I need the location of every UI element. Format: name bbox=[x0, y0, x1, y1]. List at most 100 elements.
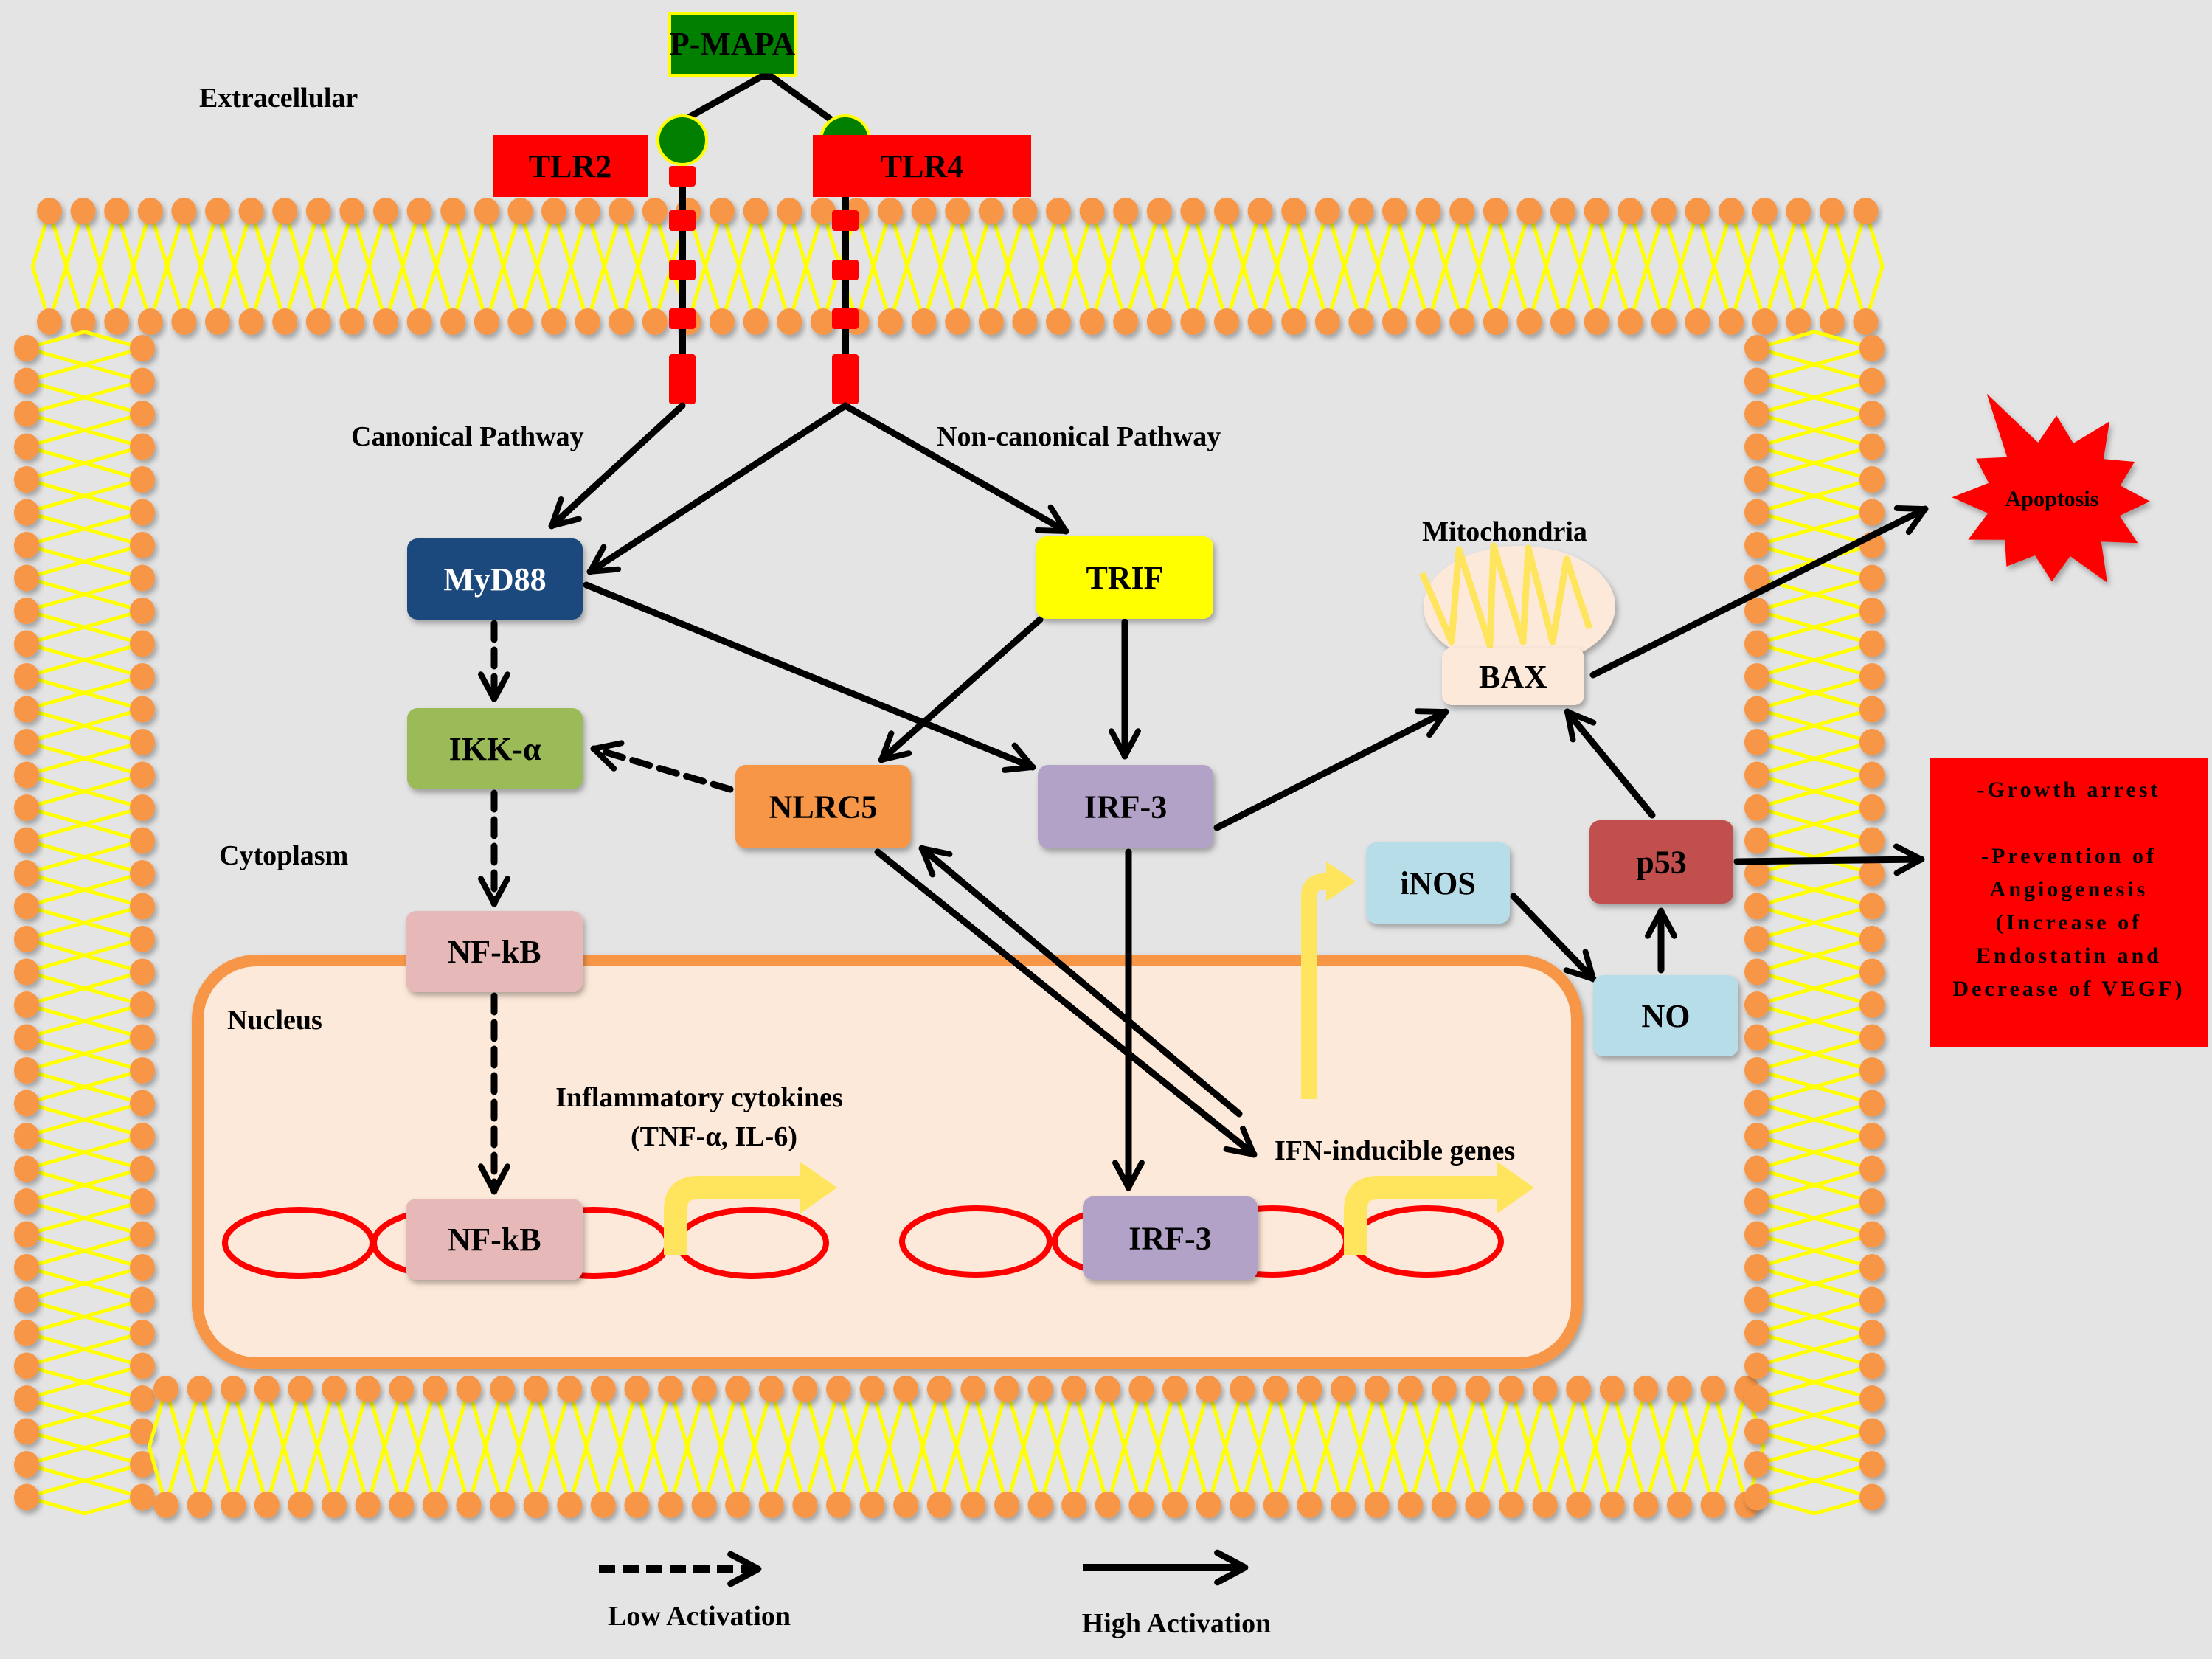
tlr2-receptor[interactable]: TLR2 bbox=[493, 114, 708, 404]
lipid-tail bbox=[349, 1388, 370, 1506]
lipid-head bbox=[590, 1376, 616, 1402]
node-no[interactable]: NO bbox=[1593, 975, 1738, 1056]
lipid-head bbox=[130, 1286, 155, 1314]
trif-box[interactable] bbox=[1036, 536, 1213, 619]
lipid-tail bbox=[1756, 1118, 1873, 1138]
lipid-head bbox=[130, 1352, 155, 1379]
lipid-head bbox=[14, 1286, 39, 1314]
nfkb-cyto-box[interactable] bbox=[406, 911, 583, 992]
node-nlrc5[interactable]: NLRC5 bbox=[735, 765, 911, 848]
node-myd88[interactable]: MyD88 bbox=[407, 538, 583, 620]
apoptosis-label: Apoptosis bbox=[2005, 487, 2099, 511]
ikk-box[interactable] bbox=[407, 708, 583, 789]
lipid-head bbox=[1859, 991, 1885, 1018]
p53-box[interactable] bbox=[1589, 820, 1733, 904]
lipid-tail bbox=[1712, 210, 1733, 322]
nlrc5-label: NLRC5 bbox=[769, 789, 878, 825]
irf3-cyto-box[interactable] bbox=[1038, 765, 1213, 848]
lipid-head bbox=[1859, 499, 1885, 526]
lipid-tail bbox=[853, 1388, 875, 1506]
lipid-head bbox=[14, 532, 39, 558]
lipid-head bbox=[1859, 598, 1885, 624]
lipid-head bbox=[826, 1492, 851, 1518]
lipid-tail bbox=[333, 210, 354, 322]
node-trif[interactable]: TRIF bbox=[1036, 536, 1213, 619]
lipid-tail bbox=[1756, 625, 1873, 645]
lipid-tails bbox=[26, 330, 143, 1516]
node-irf3-nuc[interactable]: IRF-3 bbox=[1083, 1196, 1258, 1280]
tlr2-label-box[interactable] bbox=[493, 135, 648, 197]
apoptosis-outcome[interactable]: Apoptosis bbox=[1952, 393, 2150, 583]
cytokines-label-line2: (TNF-α, IL-6) bbox=[631, 1121, 797, 1152]
receptor-segment bbox=[669, 354, 696, 404]
inos-box[interactable] bbox=[1366, 842, 1510, 924]
lipid-head bbox=[1859, 1483, 1885, 1511]
lipid-head bbox=[288, 1376, 313, 1402]
lipid-head bbox=[1566, 1492, 1592, 1518]
lipid-head bbox=[1819, 198, 1845, 224]
lipid-head bbox=[1744, 1385, 1769, 1412]
lipid-tail bbox=[26, 887, 143, 908]
lipid-tail bbox=[535, 210, 556, 322]
lipid-head bbox=[130, 958, 155, 986]
lipid-tail bbox=[26, 1478, 143, 1499]
myd88-box[interactable] bbox=[407, 538, 583, 620]
receptor-segment bbox=[669, 210, 696, 231]
edge-tlr4-myd88 bbox=[586, 402, 849, 575]
edge-tlr2-myd88 bbox=[548, 402, 686, 530]
node-p53[interactable]: p53 bbox=[1589, 820, 1733, 904]
node-bax[interactable]: BAX bbox=[1442, 648, 1584, 705]
lipid-head bbox=[810, 198, 836, 224]
node-irf3-cyto[interactable]: IRF-3 bbox=[1038, 765, 1213, 848]
node-nfkb-nuc[interactable]: NF-kB bbox=[406, 1199, 583, 1280]
lipid-tail bbox=[1678, 210, 1699, 322]
p-mapa-box[interactable] bbox=[668, 12, 797, 77]
lipid-head bbox=[130, 466, 155, 493]
growth-arrest-outcome[interactable]: -Growth arrest-Prevention ofAngiogenesis… bbox=[1930, 758, 2208, 1047]
tlr4-receptor[interactable]: TLR4 bbox=[813, 114, 1031, 404]
lipid-head bbox=[1499, 1376, 1524, 1402]
lipid-head bbox=[1599, 1492, 1625, 1518]
tlr4-label-box[interactable] bbox=[813, 135, 1031, 197]
nlrc5-box[interactable] bbox=[735, 765, 911, 848]
lipid-head bbox=[945, 198, 971, 224]
nfkb-nuc-box[interactable] bbox=[406, 1199, 583, 1280]
lipid-head bbox=[14, 1254, 39, 1281]
lipid-head bbox=[575, 198, 600, 224]
lipid-head bbox=[14, 564, 39, 592]
lipid-head bbox=[305, 308, 331, 335]
node-nfkb-cyto[interactable]: NF-kB bbox=[406, 911, 583, 992]
bax-box[interactable] bbox=[1442, 648, 1584, 705]
mitochondria[interactable]: Mitochondria bbox=[1418, 516, 1615, 667]
lipid-head bbox=[1483, 308, 1508, 335]
irf3-nuc-box[interactable] bbox=[1083, 1196, 1258, 1280]
lipid-head bbox=[130, 401, 155, 427]
lipid-tail bbox=[26, 1281, 143, 1302]
p-mapa-ligand[interactable]: P-MAPA bbox=[668, 12, 797, 77]
lipid-head bbox=[1744, 1188, 1769, 1215]
inos-transcription-arrow bbox=[1301, 873, 1328, 1099]
lipid-head bbox=[1859, 466, 1885, 493]
node-ikk[interactable]: IKK-α bbox=[407, 708, 583, 789]
lipid-head bbox=[893, 1376, 919, 1402]
lipid-tail bbox=[30, 210, 52, 322]
lipid-tail bbox=[1756, 428, 1873, 448]
lipid-head bbox=[137, 198, 163, 224]
lipid-head bbox=[1633, 1376, 1659, 1402]
lipid-head bbox=[272, 198, 298, 224]
lipid-tail bbox=[1578, 210, 1598, 322]
lipid-tail bbox=[1510, 210, 1531, 322]
lipid-tail bbox=[1645, 210, 1666, 322]
lipid-tail bbox=[1756, 1446, 1873, 1466]
outcome-box[interactable] bbox=[1930, 758, 2208, 1047]
outcome-line: -Prevention of bbox=[1981, 844, 2157, 868]
lipid-head bbox=[14, 958, 39, 986]
apoptosis-star[interactable] bbox=[1952, 393, 2150, 583]
no-box[interactable] bbox=[1593, 975, 1738, 1056]
lipid-tail bbox=[1544, 210, 1565, 322]
node-inos[interactable]: iNOS bbox=[1366, 842, 1510, 924]
lipid-head bbox=[1027, 1376, 1053, 1402]
lipid-head bbox=[1566, 1376, 1592, 1402]
lipid-head bbox=[14, 1483, 39, 1511]
myd88-label: MyD88 bbox=[443, 561, 546, 598]
